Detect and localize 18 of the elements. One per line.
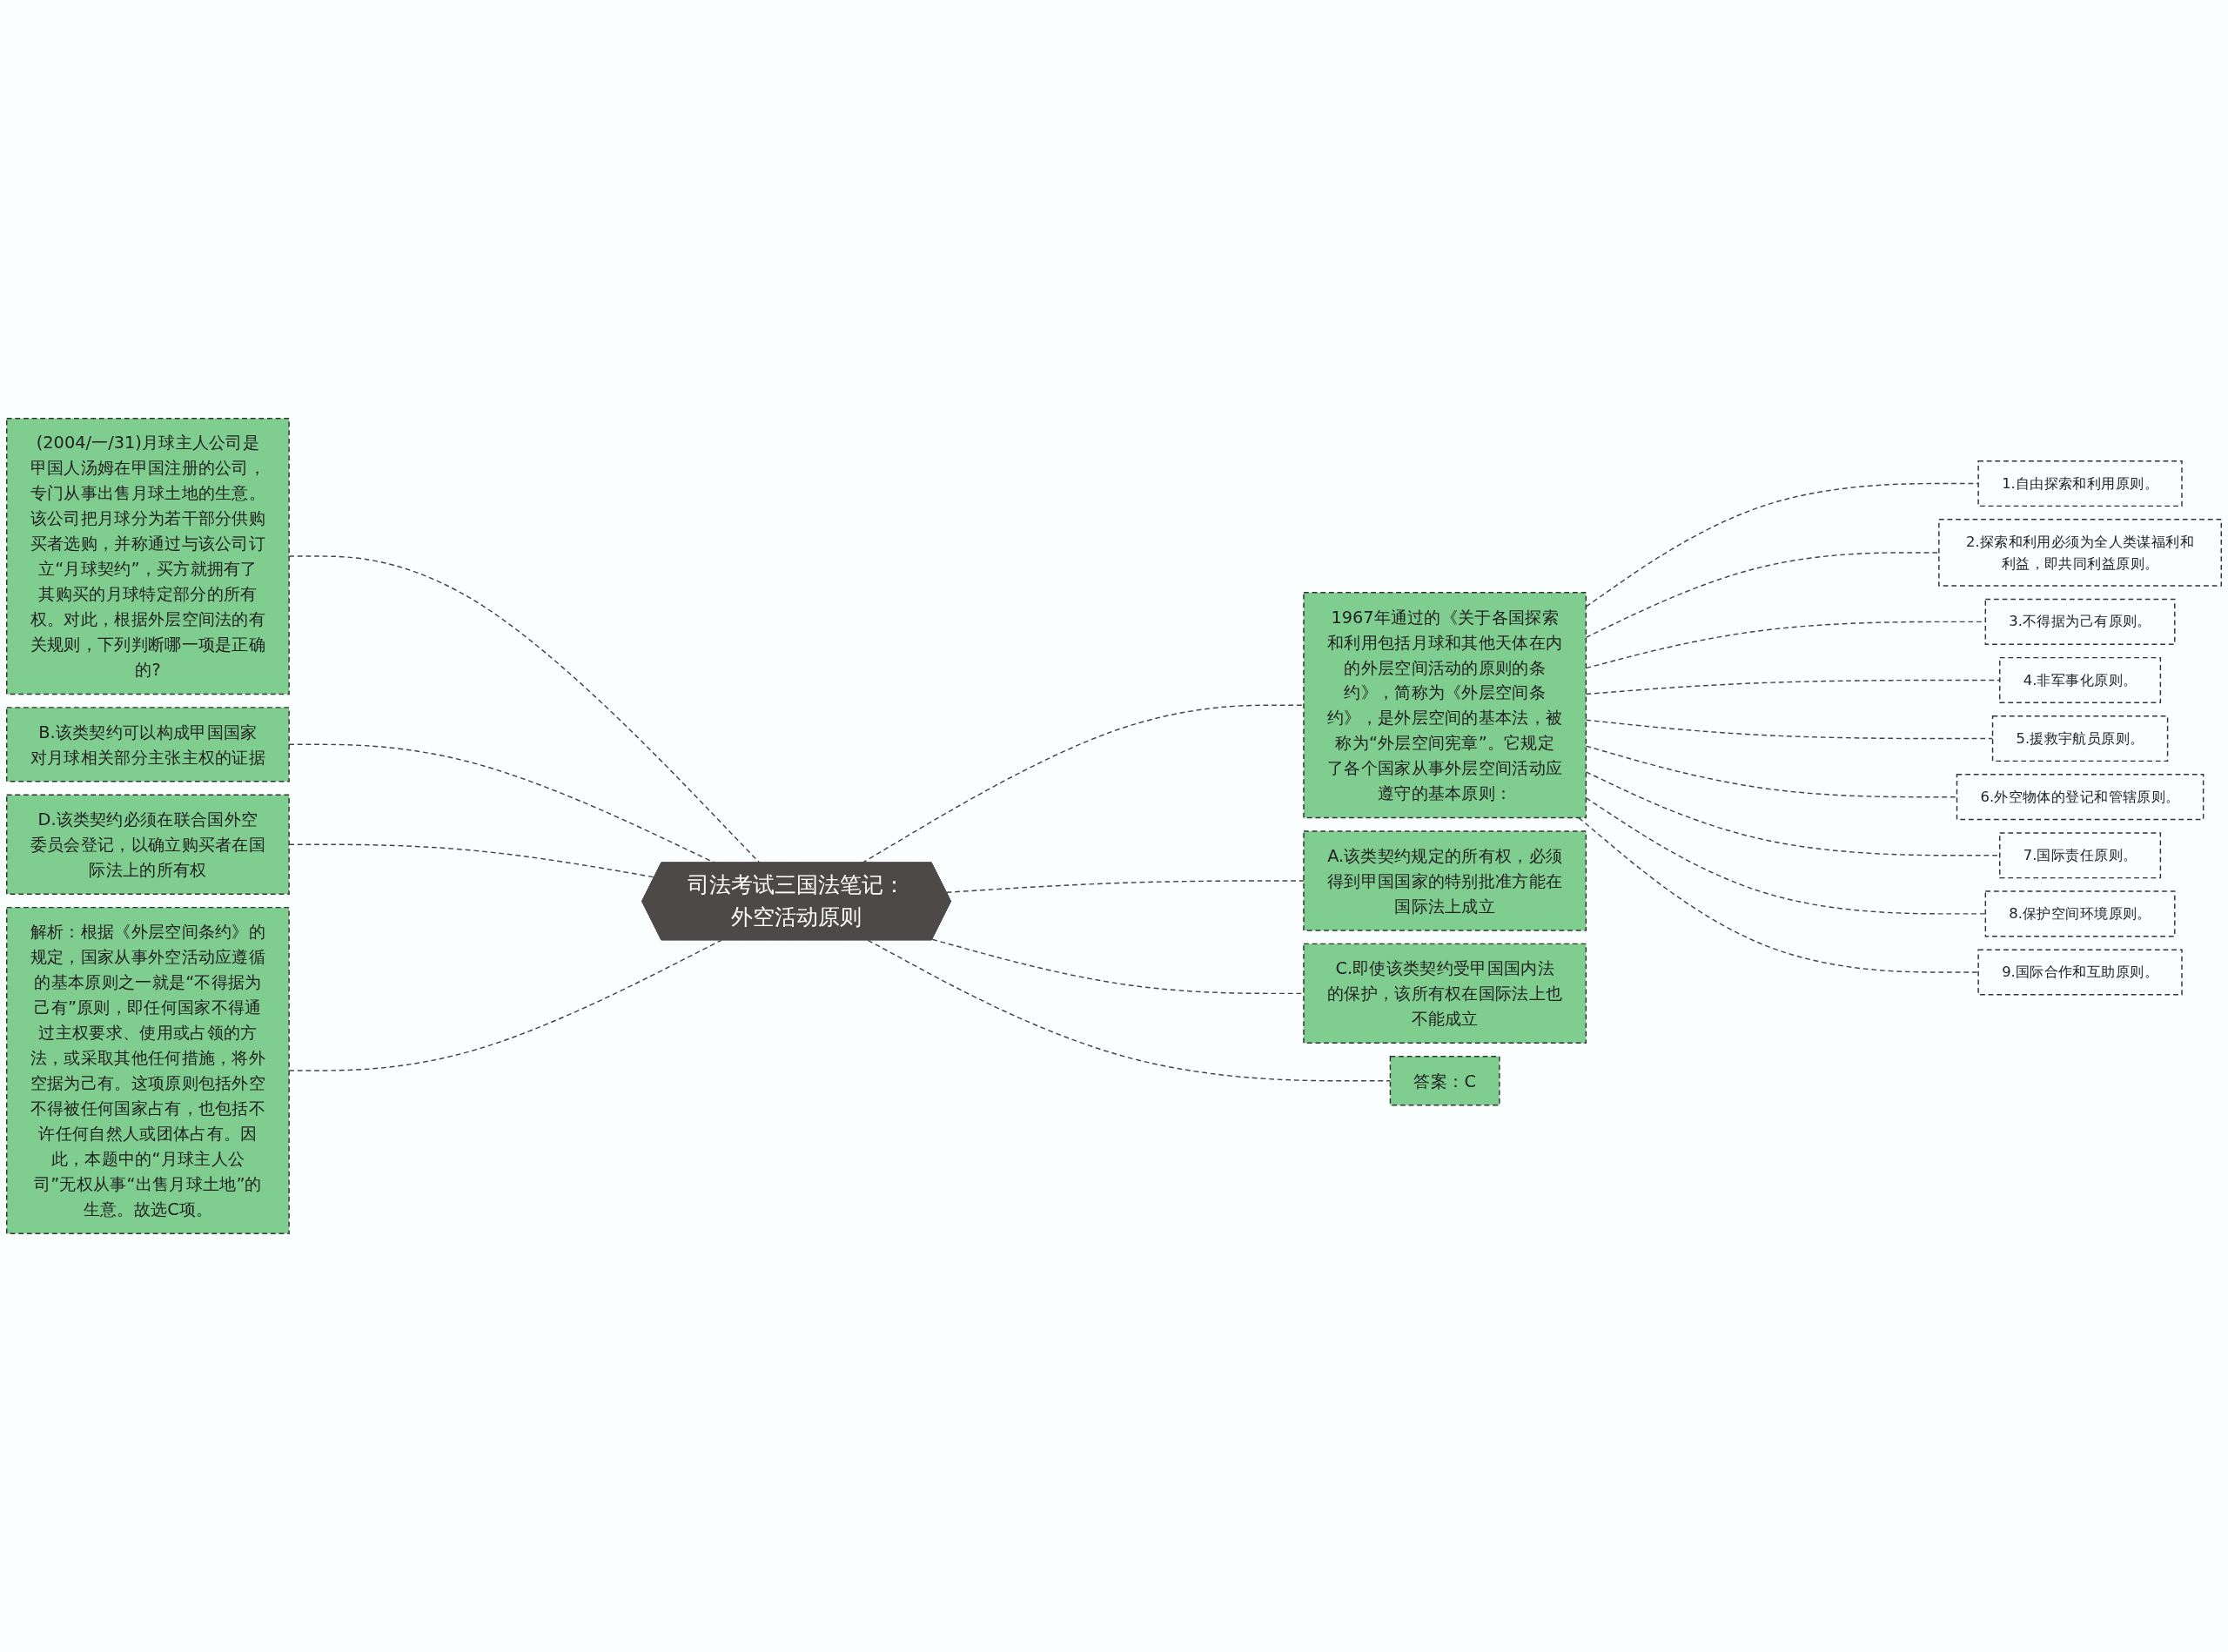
node-box: B.该类契约可以构成甲国国家对月球相关部分主张主权的证据 [6, 707, 290, 782]
node-box: 9.国际合作和互助原则。 [1977, 949, 2183, 996]
node-box: 解析：根据《外层空间条约》的规定，国家从事外空活动应遵循的基本原则之一就是“不得据为己有”原则，即任何国家不得通过主权要求、使用或占领的方法，或采取其他任何措施，将外空据为己有。这项原则包括外空不得被任何国家占有，也包括不许任何自然人或团体占有。因此，本题中的“月球主人公司”无权从事“出售月球土地”的生意。故选C项。 [6, 906, 290, 1234]
node-box: 2.探索和利用必须为全人类谋福利和利益，即共同利益原则。 [1938, 519, 2222, 587]
node-box: 1.自由探索和利用原则。 [1977, 460, 2183, 507]
node-box: (2004/一/31)月球主人公司是甲国人汤姆在甲国注册的公司，专门从事出售月球土地的生意。该公司把月球分为若干部分供购买者选购，并称通过与该公司订立“月球契约”，买方就拥有了其购买的月球特定部分的所有权。对此，根据外层空间法的有关规则，下列判断哪一项是正确的? [6, 418, 290, 695]
node-box: 7.国际责任原则。 [1999, 832, 2162, 879]
node-box: 6.外空物体的登记和管辖原则。 [1956, 774, 2205, 821]
node-box: 3.不得据为己有原则。 [1984, 598, 2176, 645]
node-box: 8.保护空间环境原则。 [1984, 890, 2176, 937]
node-box: 答案：C [1389, 1056, 1500, 1106]
node-box: D.该类契约必须在联合国外空委员会登记，以确立购买者在国际法上的所有权 [6, 794, 290, 895]
node-box: C.即使该类契约受甲国国内法的保护，该所有权在国际法上也不能成立 [1303, 943, 1587, 1044]
connector [1578, 816, 1979, 973]
node-box: 4.非军事化原则。 [1999, 656, 2162, 704]
node-box: 5.援救宇航员原则。 [1991, 715, 2169, 762]
node-box: 1967年通过的《关于各国探索和利用包括月球和其他天体在内的外层空间活动的原则的条约》，简称为《外层空间条约》，是外层空间的基本法，被称为“外层空间宪章”。它规定了各个国家从事外层空间活动应遵守的基本原则： [1303, 592, 1587, 819]
node-box: A.该类契约规定的所有权，必须得到甲国国家的特别批准方能在国际法上成立 [1303, 830, 1587, 931]
